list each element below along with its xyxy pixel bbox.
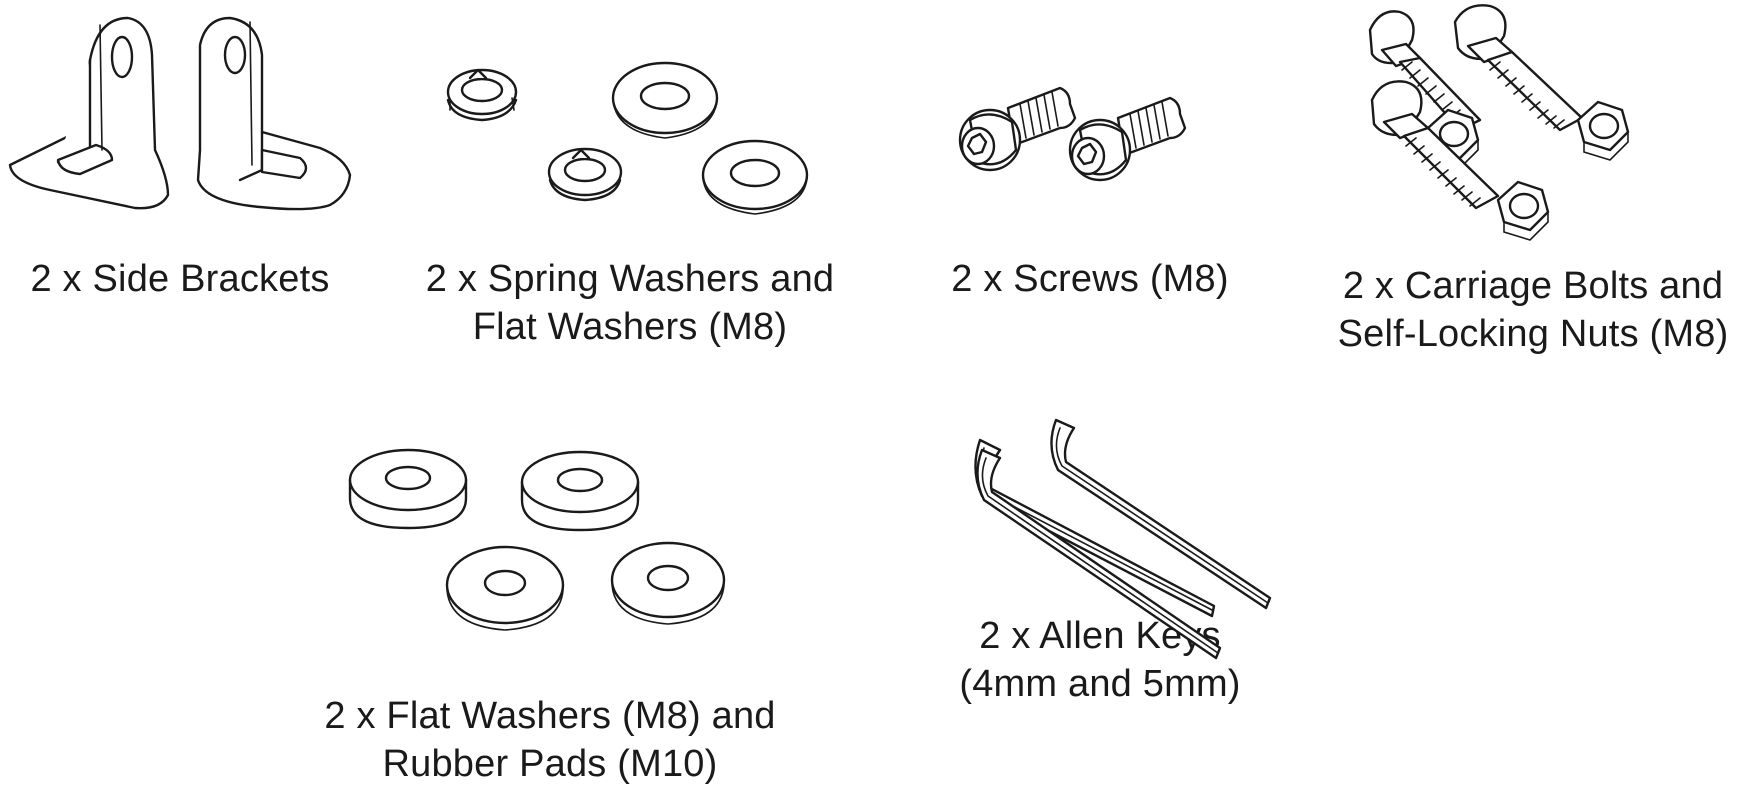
label-flat-washers-rubber-pads: 2 x Flat Washers (M8) and Rubber Pads (M…	[324, 695, 776, 785]
label-screws: 2 x Screws (M8)	[951, 258, 1229, 300]
part-carriage-bolts-nuts: 2 x Carriage Bolts and Self-Locking Nuts…	[1320, 0, 1748, 370]
label-carriage-bolts-nuts: 2 x Carriage Bolts and Self-Locking Nuts…	[1337, 265, 1729, 355]
washer-icon	[446, 61, 809, 215]
screw-icon	[958, 86, 1187, 182]
part-spring-flat-washers: 2 x Spring Washers and Flat Washers (M8)	[400, 0, 860, 360]
label-side-brackets: 2 x Side Brackets	[30, 258, 330, 300]
rubber-pad-icon	[348, 448, 726, 631]
label-allen-keys: 2 x Allen Keys (4mm and 5mm)	[959, 615, 1241, 705]
part-side-brackets: 2 x Side Brackets	[0, 0, 380, 320]
part-screws: 2 x Screws (M8)	[930, 0, 1270, 320]
part-flat-washers-rubber-pads: 2 x Flat Washers (M8) and Rubber Pads (M…	[290, 440, 810, 789]
carriage-bolts-illustration	[1370, 4, 1630, 241]
allen-keys-illustration	[976, 418, 1272, 660]
bolt-icon	[1368, 10, 1482, 169]
side-bracket-icon	[8, 16, 352, 211]
label-spring-flat-washers: 2 x Spring Washers and Flat Washers (M8)	[425, 258, 835, 348]
part-allen-keys: 2 x Allen Keys (4mm and 5mm)	[940, 400, 1300, 789]
